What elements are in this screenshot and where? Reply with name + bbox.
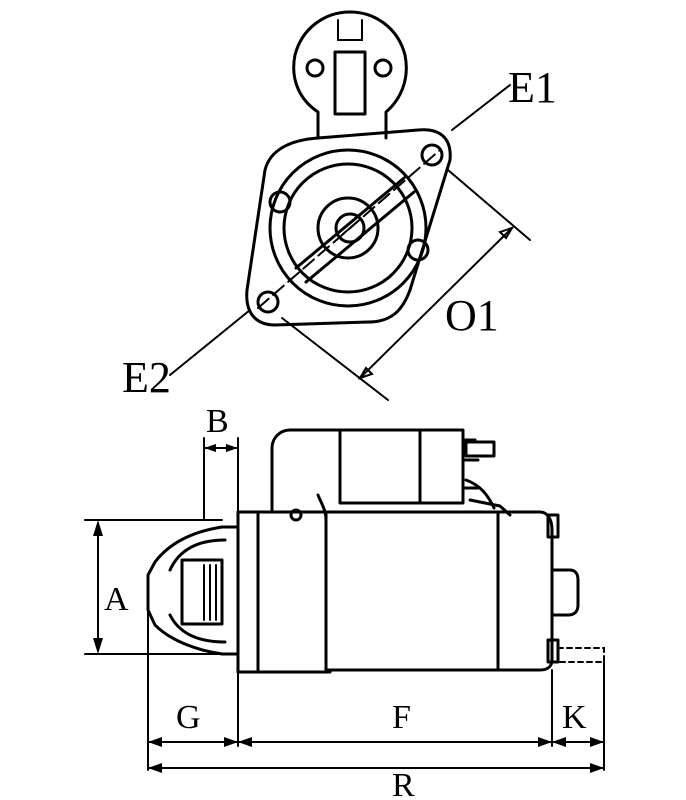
label-r: R [392,767,415,800]
housing-inner-top [168,538,227,572]
g-arrow-left [148,737,162,747]
label-a: A [104,581,129,618]
end-cap [496,510,554,672]
label-f: F [392,699,411,736]
solenoid-right [418,428,465,505]
solenoid-left [338,428,422,505]
k-arrow-left [552,737,566,747]
label-e1: E1 [508,63,557,112]
terminal-nut [464,440,496,458]
ear-hole-left [305,58,325,78]
o1-extension-top [447,169,531,241]
r-arrow-right [590,763,604,773]
e1-leader [451,84,511,131]
housing-edge [256,510,332,674]
f-arrow-right [538,737,552,747]
label-o1: O1 [445,291,499,340]
cross-bar-lower [304,190,416,284]
pinion-housing [146,525,240,656]
e2-leader [169,309,251,376]
o1-dimension-line [359,227,513,379]
b-arrow-left [204,444,216,452]
b-arrow-right [226,444,238,452]
mounting-flange [245,128,452,327]
pinion-gear-body [180,558,224,626]
mounting-plate [236,510,260,674]
o1-arrow-top [498,226,515,240]
motor-body [324,510,500,672]
g-arrow-right [224,737,238,747]
shaft-end [334,212,366,244]
r-arrow-left [148,763,162,773]
terminal-slot [333,50,367,116]
solenoid-terminals [461,438,480,490]
bolt-hole-e1 [420,143,444,167]
f-arrow-left [238,737,252,747]
side-view: A B G F K R [84,403,605,800]
o1-arrow-bottom [357,366,374,380]
e1-e2-axis [257,149,441,309]
pinion-teeth [203,564,217,621]
label-b: B [206,403,229,440]
a-arrow-top [93,520,103,536]
hub-ring [316,196,380,260]
bolt-hole-e2 [256,290,280,314]
end-bolt-bottom [546,638,560,664]
a-arrow-bottom [93,638,103,654]
label-e2: E2 [122,353,171,402]
k-dashed-shaft [557,647,605,663]
front-view: E1 E2 O1 [122,10,557,402]
end-bolt-top [546,513,560,539]
o1-extension-bottom [281,317,389,401]
bolt-hole-right [406,238,430,262]
outer-ring [268,148,428,308]
label-g: G [176,699,201,736]
inner-ring [282,162,414,294]
nose-housing-top [270,428,342,512]
cross-bar-upper [294,176,406,270]
housing-screw [289,508,303,522]
housing-inner-bottom [168,613,227,644]
ear-hole-right [373,58,393,78]
bolt-hole-left [268,190,292,214]
end-bushing [550,568,580,617]
solenoid-ear [292,10,408,140]
label-k: K [562,699,587,736]
k-arrow-right [590,737,604,747]
ear-notch [337,19,363,41]
